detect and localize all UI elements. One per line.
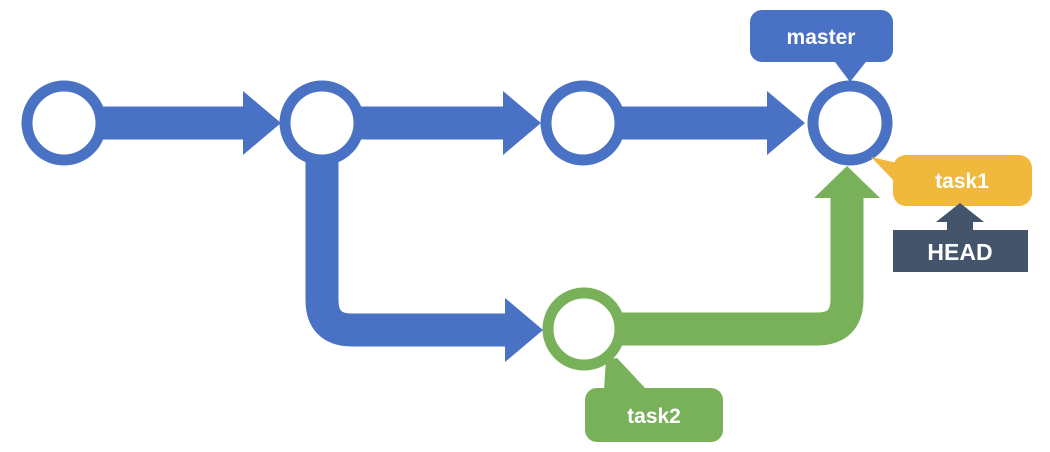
- master-callout-tail: [832, 58, 869, 82]
- task2-callout: task2: [585, 358, 723, 442]
- master-commit-4: [807, 80, 893, 166]
- task2-merge-arrow: [584, 166, 880, 346]
- master-commit-3: [540, 80, 626, 166]
- master-arrow-1-head: [243, 91, 281, 155]
- commit-nodes: [21, 80, 893, 371]
- task2-callout-tail: [604, 358, 646, 390]
- master-commit-2: [279, 80, 365, 166]
- branch-off-arrow-head: [505, 298, 543, 362]
- head-arrow-head: [936, 203, 984, 222]
- branch-off-arrow-body: [305, 123, 505, 347]
- task1-label: task1: [935, 170, 989, 193]
- task2-label: task2: [627, 405, 681, 428]
- master-arrow-2-head: [503, 91, 541, 155]
- head-box: [893, 230, 1028, 272]
- task1-callout-box: [893, 155, 1032, 206]
- task1-callout: task1: [871, 155, 1032, 206]
- branch-off-arrow: [305, 123, 543, 362]
- head-pointer: HEAD: [893, 203, 1028, 272]
- task2-commit-1: [542, 287, 626, 371]
- master-commit-1: [21, 80, 107, 166]
- master-callout-box: [750, 10, 893, 62]
- task2-arrow-body: [584, 198, 864, 346]
- task1-callout-tail: [871, 157, 897, 184]
- head-label: HEAD: [927, 239, 992, 265]
- task2-callout-box: [585, 388, 723, 442]
- master-branch-arrows: [64, 91, 805, 155]
- task2-arrow-head: [814, 166, 880, 198]
- master-label: master: [787, 26, 856, 49]
- master-arrow-3-head: [767, 91, 805, 155]
- master-callout: master: [750, 10, 893, 82]
